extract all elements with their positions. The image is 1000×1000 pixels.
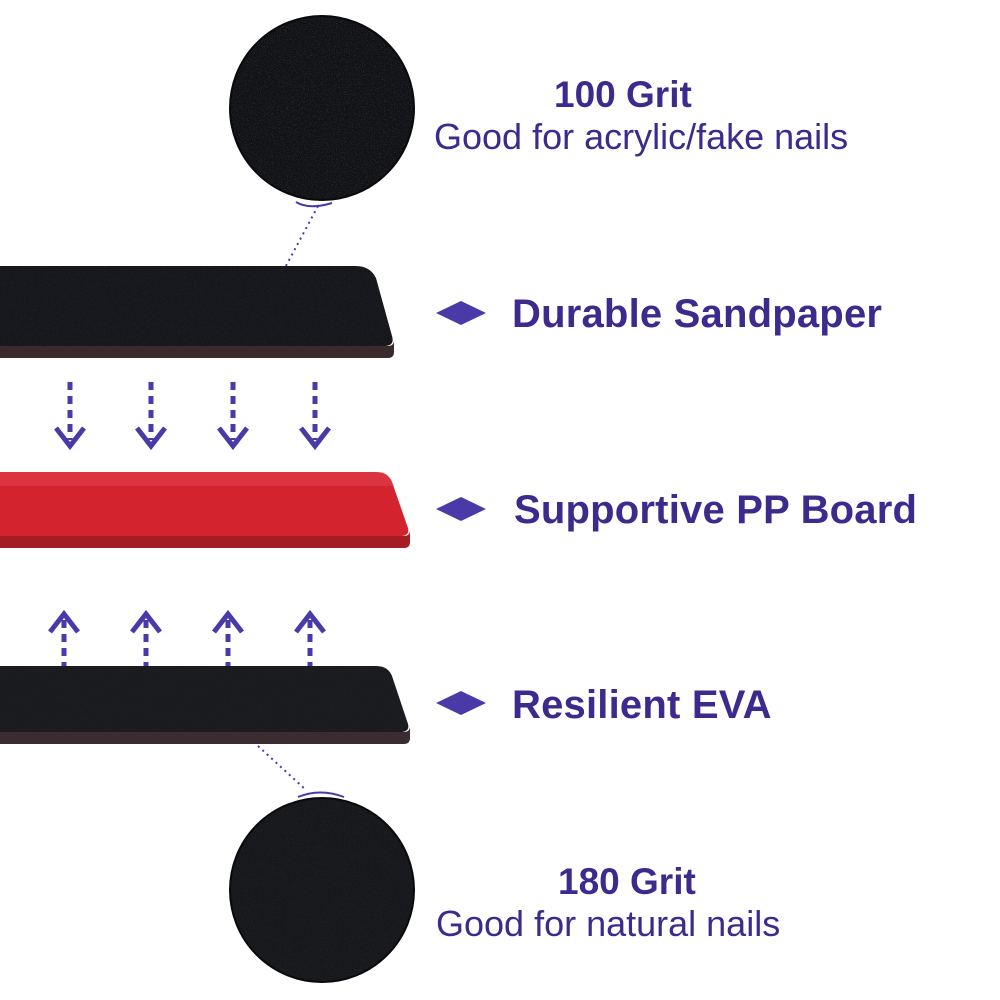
grit-100-description: Good for acrylic/fake nails bbox=[434, 116, 849, 157]
pp-board-layer bbox=[0, 472, 410, 548]
eva-layer bbox=[0, 666, 410, 744]
grit-180-zoom-circle bbox=[229, 797, 415, 983]
diamond-bullet-icon bbox=[436, 497, 486, 521]
sandpaper-layer bbox=[0, 266, 394, 358]
zoom-indicator-top bbox=[295, 201, 333, 208]
grit-100-zoom-circle bbox=[229, 15, 415, 201]
layer-label-sandpaper: Durable Sandpaper bbox=[512, 292, 883, 336]
zoom-leader-bottom bbox=[257, 745, 307, 791]
layer-label-pp-board: Supportive PP Board bbox=[514, 488, 918, 532]
layer-label-eva: Resilient EVA bbox=[512, 683, 772, 727]
grit-180-description: Good for natural nails bbox=[436, 903, 781, 944]
arrow-down-icon bbox=[217, 382, 249, 451]
arrow-down-icon bbox=[54, 382, 86, 451]
zoom-leader-top bbox=[271, 205, 319, 293]
diamond-bullet-icon bbox=[436, 691, 486, 715]
diamond-bullet-icon bbox=[436, 301, 486, 325]
grit-100-title: 100 Grit bbox=[554, 74, 692, 115]
arrow-down-icon bbox=[135, 382, 167, 451]
arrow-down-icon bbox=[299, 382, 331, 451]
zoom-indicator-bottom bbox=[297, 791, 345, 798]
grit-180-title: 180 Grit bbox=[558, 861, 696, 902]
